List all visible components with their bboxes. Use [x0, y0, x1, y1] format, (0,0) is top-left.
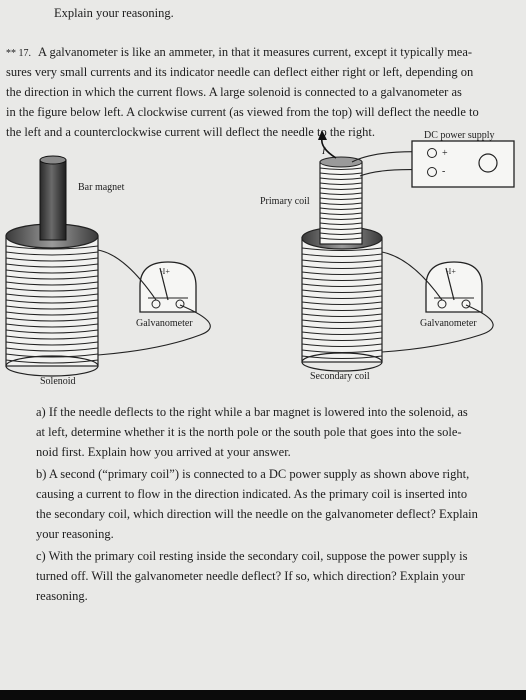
coil-winding	[319, 167, 363, 170]
bar-magnet	[39, 155, 67, 241]
coil-winding	[5, 317, 99, 322]
solenoid-label: Solenoid	[40, 376, 76, 387]
primary-coil-label: Primary coil	[260, 196, 310, 207]
coil-winding	[5, 311, 99, 316]
problem-line: sures very small currents and its indica…	[6, 65, 474, 79]
left-solenoid	[5, 223, 99, 377]
question-line: your reasoning.	[36, 527, 114, 541]
coil-winding	[5, 251, 99, 256]
coil-winding	[5, 269, 99, 274]
coil-winding	[301, 307, 383, 311]
coil-winding	[5, 299, 99, 304]
primary-coil	[319, 156, 363, 245]
coil-winding	[5, 359, 99, 364]
coil-winding	[301, 331, 383, 335]
question-line: turned off. Will the galvanometer needle…	[36, 569, 465, 583]
coil-winding	[5, 257, 99, 262]
left-galvanometer	[97, 249, 211, 356]
coil-winding	[301, 325, 383, 329]
dc-power-supply-label: DC power supply	[424, 130, 495, 141]
question-line: reasoning.	[36, 589, 88, 603]
coil-winding	[301, 277, 383, 281]
coil-winding	[301, 259, 383, 263]
coil-winding	[5, 353, 99, 358]
coil-winding	[301, 265, 383, 269]
coil-winding	[301, 301, 383, 305]
coil-winding	[319, 207, 363, 210]
coil-winding	[5, 305, 99, 310]
bar-magnet-label: Bar magnet	[78, 182, 125, 193]
coil-winding	[5, 245, 99, 250]
problem-line: A galvanometer is like an ammeter, in th…	[38, 45, 473, 59]
problem-line: in the figure below left. A clockwise cu…	[6, 105, 479, 119]
coil-winding	[319, 202, 363, 205]
right-galvanometer	[381, 251, 494, 353]
coil-winding	[319, 197, 363, 200]
coil-winding	[5, 323, 99, 328]
coil-winding	[301, 271, 383, 275]
coil-winding	[319, 217, 363, 220]
coil-winding	[301, 295, 383, 299]
header-text: Explain your reasoning.	[54, 6, 174, 20]
coil-winding	[319, 237, 363, 240]
coil-winding	[5, 335, 99, 340]
coil-winding	[5, 341, 99, 346]
coil-winding	[301, 253, 383, 257]
coil-winding	[5, 287, 99, 292]
dc-power-supply	[411, 140, 515, 188]
question-line: noid first. Explain how you arrived at y…	[36, 445, 291, 459]
coil-winding	[319, 177, 363, 180]
coil-winding	[319, 222, 363, 225]
coil-winding	[301, 289, 383, 293]
question-line: c) With the primary coil resting inside …	[36, 549, 468, 563]
coil-winding	[319, 182, 363, 185]
coil-winding	[301, 337, 383, 341]
secondary-coil	[301, 226, 383, 372]
bottom-edge	[0, 690, 526, 700]
plus-terminal-label: +	[442, 148, 448, 159]
right-meter-scale: -I+	[446, 267, 456, 276]
problem-number: ** 17.	[6, 48, 31, 59]
secondary-coil-label: Secondary coil	[310, 371, 370, 382]
coil-winding	[5, 329, 99, 334]
coil-winding	[319, 232, 363, 235]
coil-winding	[319, 172, 363, 175]
coil-winding	[301, 247, 383, 251]
coil-winding	[319, 212, 363, 215]
problem-line: the direction in which the current flows…	[6, 85, 462, 99]
coil-winding	[319, 187, 363, 190]
coil-winding	[301, 343, 383, 347]
coil-winding	[301, 313, 383, 317]
question-line: b) A second (“primary coil”) is connecte…	[36, 467, 470, 481]
galvanometer-left-label: Galvanometer	[136, 318, 193, 329]
minus-terminal-label: -	[442, 166, 446, 177]
coil-winding	[319, 227, 363, 230]
problem-line: the left and a counterclockwise current …	[6, 125, 375, 139]
coil-winding	[5, 347, 99, 352]
solenoid-figure	[5, 130, 515, 377]
coil-winding	[301, 319, 383, 323]
left-meter-scale: -I+	[160, 267, 170, 276]
question-line: the secondary coil, which direction will…	[36, 507, 478, 521]
current-label: I	[322, 146, 326, 157]
coil-winding	[5, 293, 99, 298]
coil-winding	[301, 283, 383, 287]
question-line: causing a current to flow in the directi…	[36, 487, 468, 501]
question-line: at left, determine whether it is the nor…	[36, 425, 462, 439]
coil-winding	[5, 281, 99, 286]
coil-winding	[5, 275, 99, 280]
coil-winding	[5, 263, 99, 268]
galvanometer-right-label: Galvanometer	[420, 318, 477, 329]
question-line: a) If the needle deflects to the right w…	[36, 405, 468, 419]
coil-winding	[319, 192, 363, 195]
